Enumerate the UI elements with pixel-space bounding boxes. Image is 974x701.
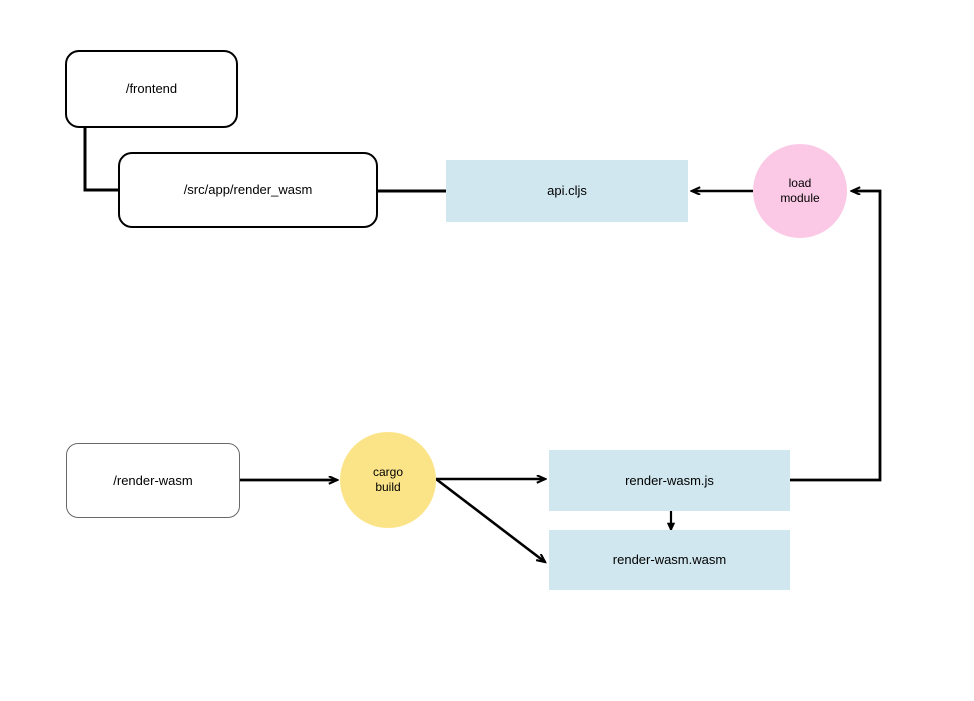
node-api-cljs[interactable]: api.cljs xyxy=(446,160,688,222)
node-src-app-render-wasm[interactable]: /src/app/render_wasm xyxy=(118,152,378,228)
node-cargo-build-label: cargo build xyxy=(372,465,404,494)
node-render-wasm-dir-label: /render-wasm xyxy=(113,472,193,488)
node-api-cljs-label: api.cljs xyxy=(547,183,587,199)
edge-cargo-to-wasm xyxy=(435,477,545,562)
node-frontend-label: /frontend xyxy=(125,81,178,97)
node-load-module-label: load module xyxy=(780,176,820,205)
node-src-app-render-wasm-label: /src/app/render_wasm xyxy=(183,182,313,198)
node-frontend[interactable]: /frontend xyxy=(65,50,238,128)
node-render-wasm-dir[interactable]: /render-wasm xyxy=(66,443,240,518)
node-cargo-build[interactable]: cargo build xyxy=(340,432,436,528)
node-load-module[interactable]: load module xyxy=(753,144,847,238)
node-render-wasm-js-label: render-wasm.js xyxy=(625,472,714,488)
node-render-wasm-js[interactable]: render-wasm.js xyxy=(549,450,790,511)
node-render-wasm-wasm-label: render-wasm.wasm xyxy=(612,552,727,568)
node-render-wasm-wasm[interactable]: render-wasm.wasm xyxy=(549,530,790,590)
edge-frontend-to-src xyxy=(83,128,118,192)
